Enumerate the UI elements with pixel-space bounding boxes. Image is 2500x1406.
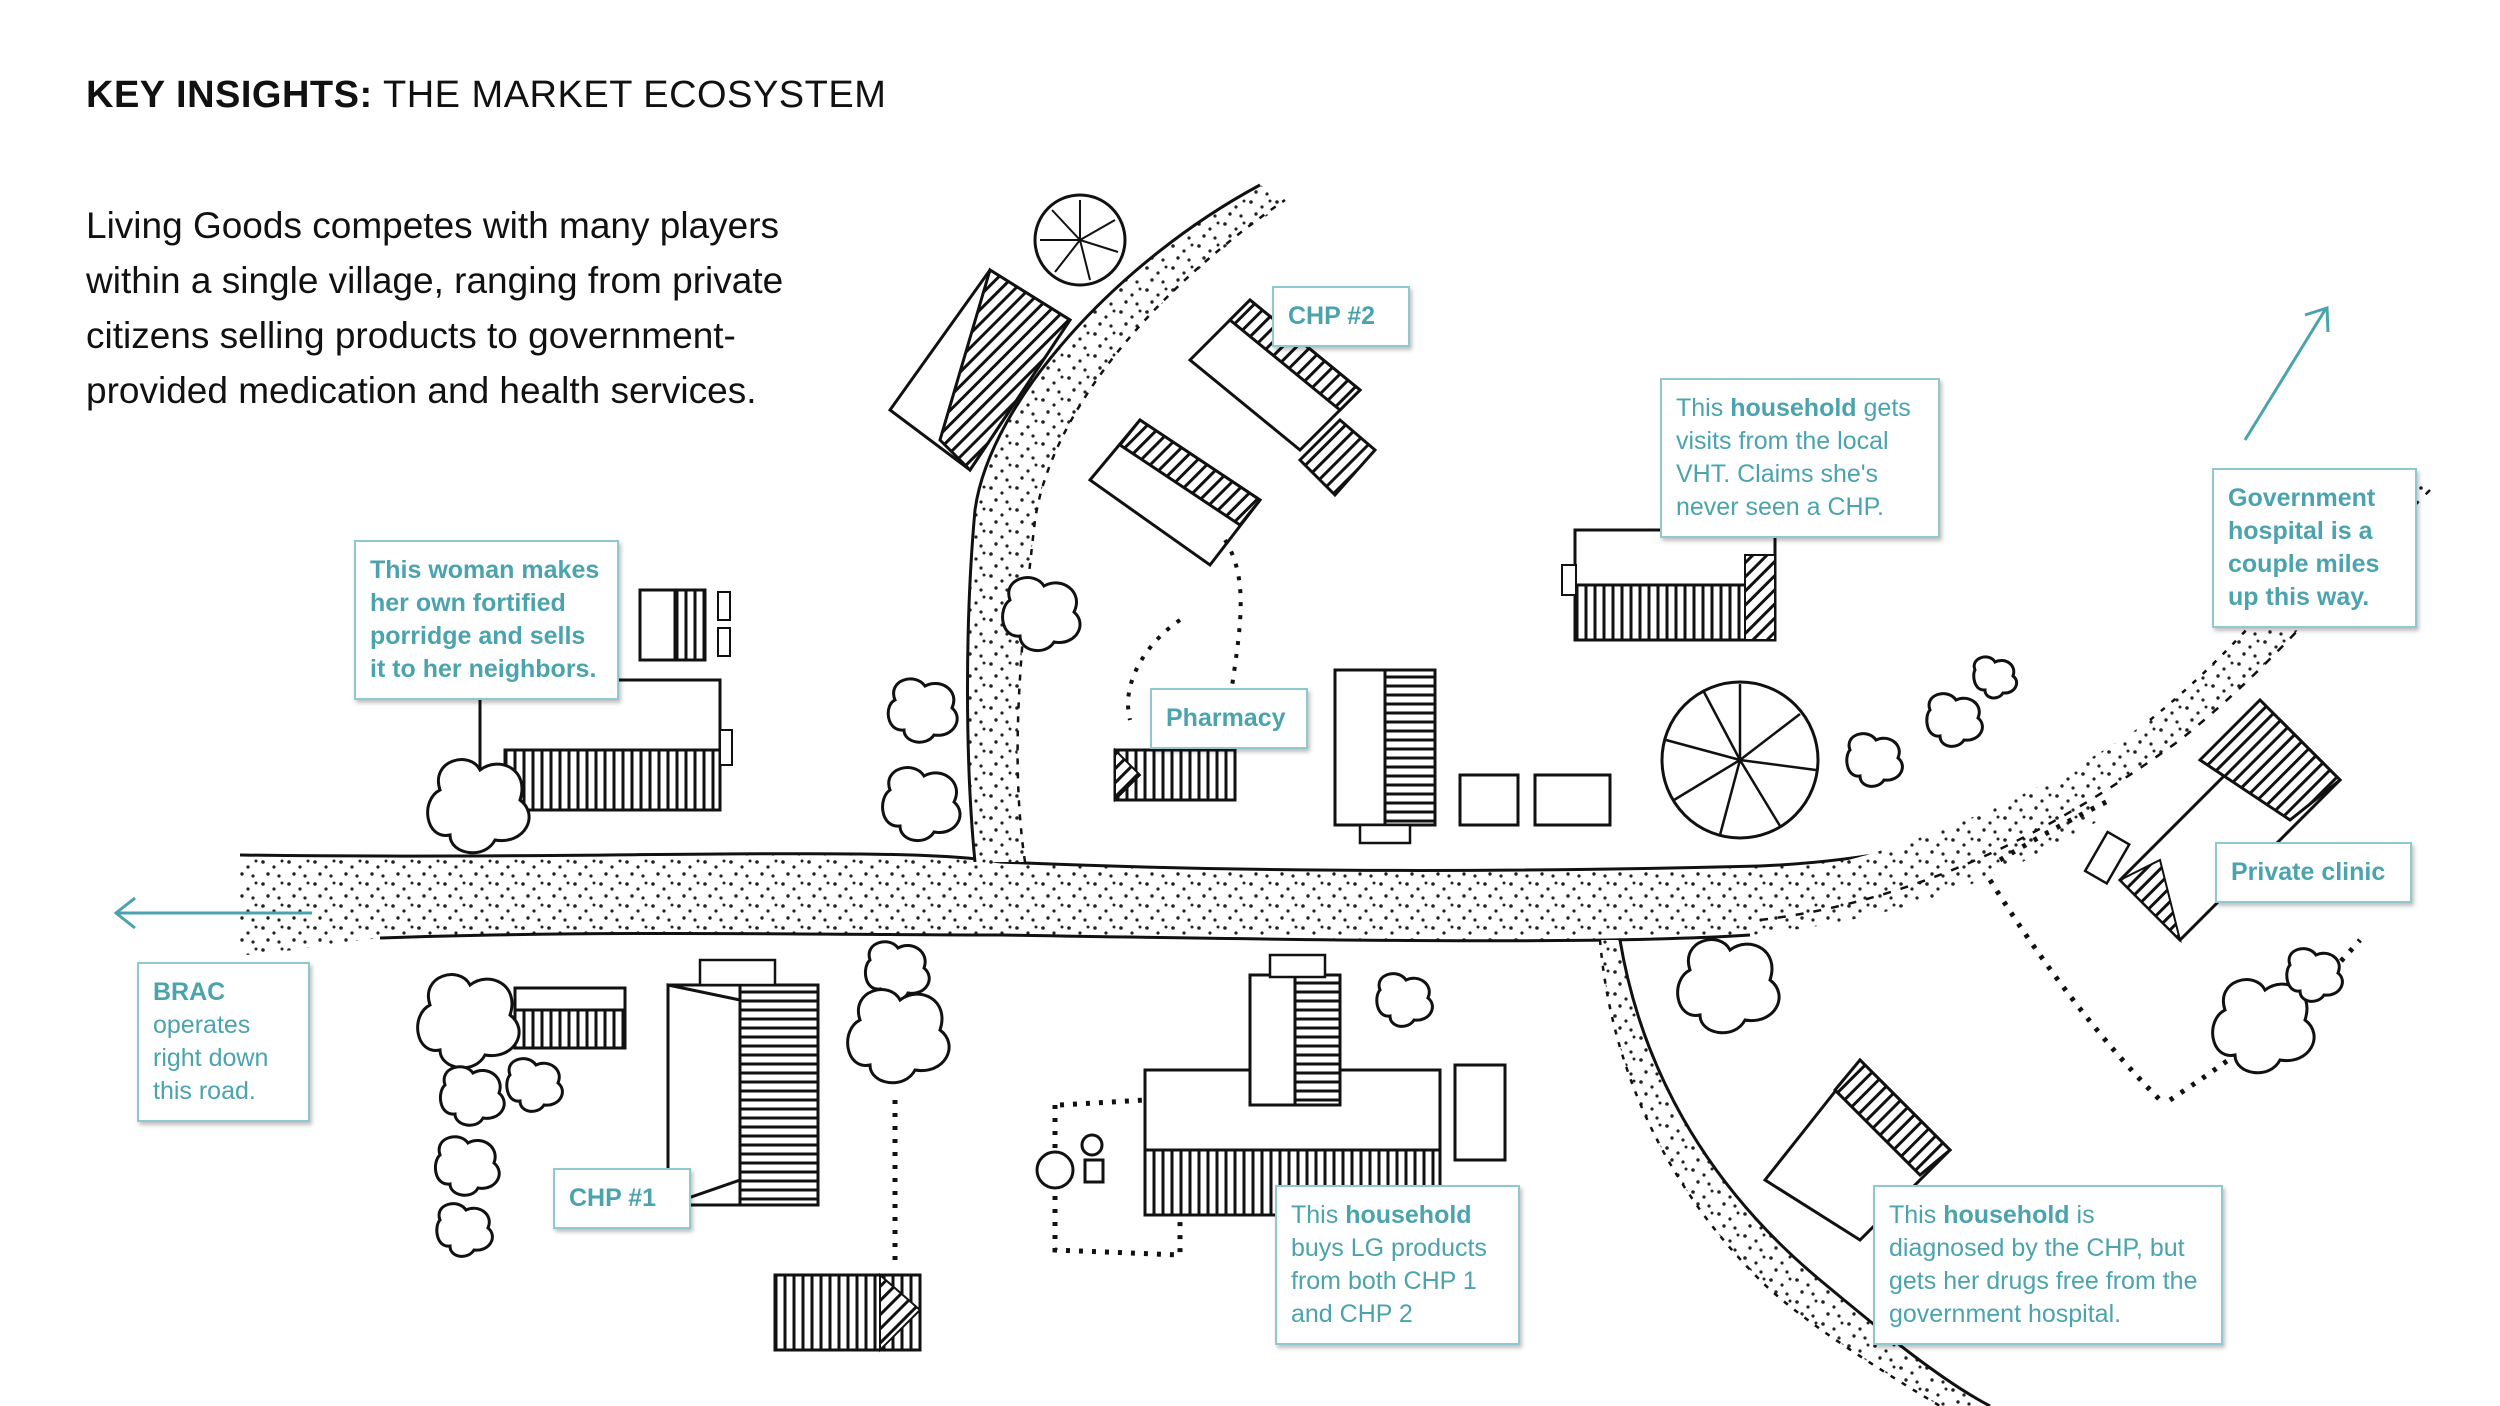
house-chp1	[513, 958, 820, 1208]
label-private-clinic: Private clinic	[2215, 842, 2412, 903]
north-road	[966, 183, 1290, 863]
label-household-gov-post: is diagnosed by the CHP, but gets her dr…	[1889, 1201, 2198, 1328]
label-household-vht: This household gets visits from the loca…	[1660, 378, 1940, 538]
south-road	[1598, 939, 1991, 1406]
label-household-vht-pre: This	[1676, 394, 1731, 422]
label-household-lg-bold: household	[1345, 1201, 1472, 1229]
house-bottom-left	[773, 1100, 922, 1353]
house-pharmacy	[1113, 747, 1237, 803]
label-pharmacy: Pharmacy	[1150, 688, 1308, 749]
tall-building-center	[1333, 668, 1612, 845]
label-brac: BRAC operates right down this road.	[137, 962, 310, 1122]
house-chp2	[1187, 297, 1378, 498]
page-title-bold: KEY INSIGHTS:	[86, 74, 373, 116]
label-household-vht-post: gets visits from the local VHT. Claims s…	[1676, 394, 1911, 521]
house-middle	[1087, 417, 1263, 721]
arrow-left-icon	[113, 896, 312, 930]
label-brac-rest: operates right down this road.	[153, 1011, 269, 1105]
arrow-up-right-icon	[2243, 305, 2330, 441]
bushes	[416, 576, 2344, 1258]
label-chp2: CHP #2	[1272, 286, 1410, 347]
round-tree-top	[1033, 193, 1127, 287]
page-title: KEY INSIGHTS: THE MARKET ECOSYSTEM	[86, 74, 886, 117]
house-top-left	[887, 267, 1073, 473]
label-household-gov: This household is diagnosed by the CHP, …	[1873, 1185, 2223, 1345]
round-tree-large	[1660, 680, 1820, 840]
house-private-clinic	[1987, 697, 2362, 1103]
house-vht	[1561, 528, 1777, 642]
label-household-lg-pre: This	[1291, 1201, 1346, 1229]
label-household-lg: This household buys LG products from bot…	[1275, 1185, 1520, 1345]
label-household-gov-bold: household	[1943, 1201, 2070, 1229]
page-title-rest: THE MARKET ECOSYSTEM	[372, 74, 887, 116]
label-government-hospital: Government hospital is a couple miles up…	[2212, 468, 2417, 628]
label-household-lg-post: buys LG products from both CHP 1 and CHP…	[1291, 1234, 1487, 1328]
label-household-vht-bold: household	[1730, 394, 1857, 422]
label-brac-bold: BRAC	[153, 978, 226, 1006]
intro-paragraph: Living Goods competes with many players …	[86, 205, 784, 411]
label-chp1: CHP #1	[553, 1168, 691, 1229]
label-household-gov-pre: This	[1889, 1201, 1944, 1229]
label-woman-porridge: This woman makes her own fortified porri…	[354, 540, 619, 700]
main-road	[239, 788, 2100, 955]
